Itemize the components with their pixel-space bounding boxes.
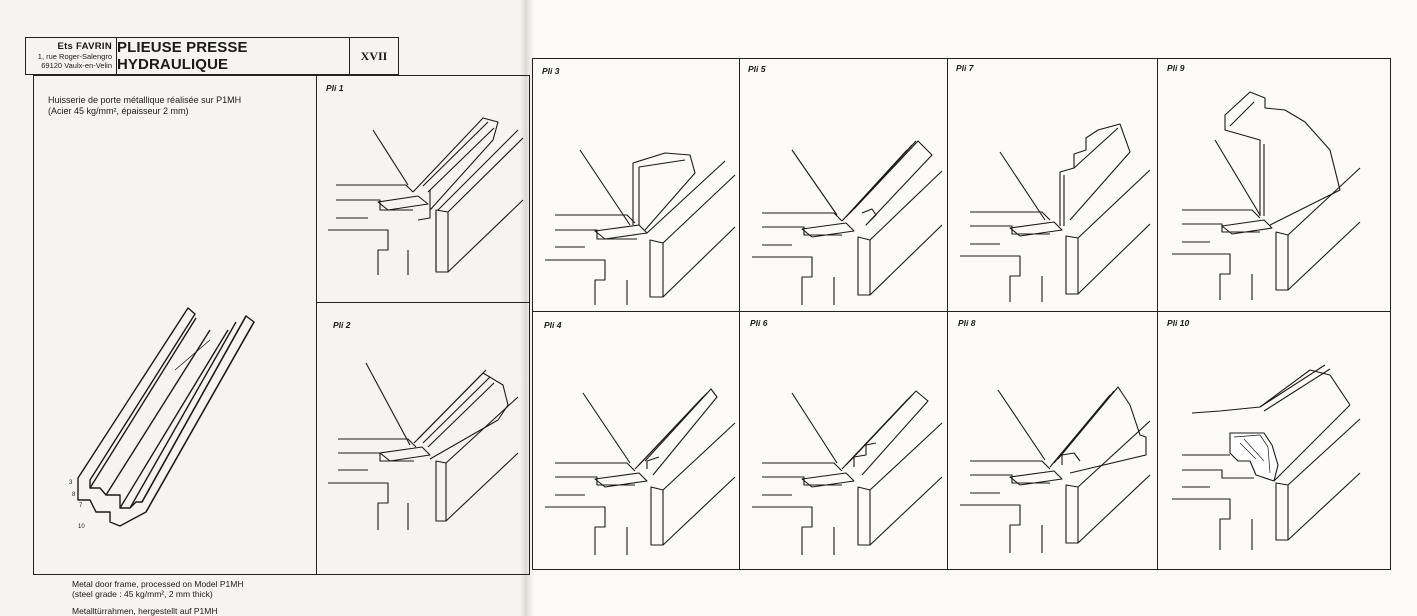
description-german: Metalltürrahmen, hergestellt auf P1MH bbox=[72, 606, 332, 616]
book-gutter bbox=[520, 0, 534, 616]
right-vline-2 bbox=[947, 58, 948, 570]
bend-number-3: 3 bbox=[69, 480, 73, 486]
bend-diagram-pli6 bbox=[742, 345, 947, 565]
company-block: Ets FAVRIN 1, rue Roger-Salengro 69120 V… bbox=[25, 37, 117, 75]
bend-diagram-pli5 bbox=[742, 85, 947, 305]
bend-number-8: 8 bbox=[72, 492, 76, 498]
company-address-line1: 1, rue Roger-Salengro bbox=[37, 52, 112, 61]
bend-number-7: 7 bbox=[79, 503, 83, 509]
bend-diagram-pli2 bbox=[318, 335, 528, 535]
company-address-line2: 69120 Vaulx-en-Velin bbox=[41, 61, 112, 70]
panel-label-pli2: Pli 2 bbox=[333, 320, 351, 330]
description-german-line1: Metalltürrahmen, hergestellt auf P1MH bbox=[72, 606, 218, 616]
panel-label-pli4: Pli 4 bbox=[544, 320, 562, 330]
left-hdivider bbox=[316, 302, 530, 303]
description-english-line1: Metal door frame, processed on Model P1M… bbox=[72, 579, 244, 589]
bend-diagram-pli1 bbox=[318, 100, 528, 300]
bend-diagram-pli3 bbox=[535, 85, 740, 305]
company-name: Ets FAVRIN bbox=[57, 41, 112, 52]
left-page bbox=[0, 0, 528, 616]
door-frame-illustration: 3 8 7 10 bbox=[69, 300, 270, 530]
right-vline-1 bbox=[739, 58, 740, 570]
panel-label-pli8: Pli 8 bbox=[958, 318, 976, 328]
right-vline-3 bbox=[1157, 58, 1158, 570]
right-hline bbox=[532, 311, 1391, 312]
left-divider bbox=[316, 75, 317, 575]
bend-diagram-pli4 bbox=[535, 345, 740, 565]
description-french-line1: Huisserie de porte métallique réalisée s… bbox=[48, 95, 242, 105]
description-french-line2: (Acier 45 kg/mm², épaisseur 2 mm) bbox=[48, 105, 189, 116]
description-french: Huisserie de porte métallique réalisée s… bbox=[48, 95, 308, 116]
right-page bbox=[528, 0, 1417, 616]
panel-label-pli10: Pli 10 bbox=[1167, 318, 1190, 328]
bend-diagram-pli9 bbox=[1160, 80, 1365, 305]
panel-label-pli3: Pli 3 bbox=[542, 66, 560, 76]
panel-label-pli1: Pli 1 bbox=[326, 83, 344, 93]
plate-number: XVII bbox=[349, 37, 399, 75]
left-frame bbox=[33, 75, 530, 575]
bend-diagram-pli8 bbox=[950, 345, 1155, 565]
right-grid-frame bbox=[532, 58, 1391, 570]
panel-label-pli7: Pli 7 bbox=[956, 63, 974, 73]
panel-label-pli6: Pli 6 bbox=[750, 318, 768, 328]
page-title: PLIEUSE PRESSE HYDRAULIQUE bbox=[116, 37, 350, 75]
description-english: Metal door frame, processed on Model P1M… bbox=[72, 579, 332, 599]
description-english-line2: (steel grade : 45 kg/mm², 2 mm thick) bbox=[72, 588, 213, 599]
bend-diagram-pli10 bbox=[1160, 335, 1365, 565]
bend-number-10: 10 bbox=[78, 524, 85, 530]
panel-label-pli9: Pli 9 bbox=[1167, 63, 1185, 73]
panel-label-pli5: Pli 5 bbox=[748, 64, 766, 74]
bend-diagram-pli7 bbox=[950, 80, 1155, 305]
